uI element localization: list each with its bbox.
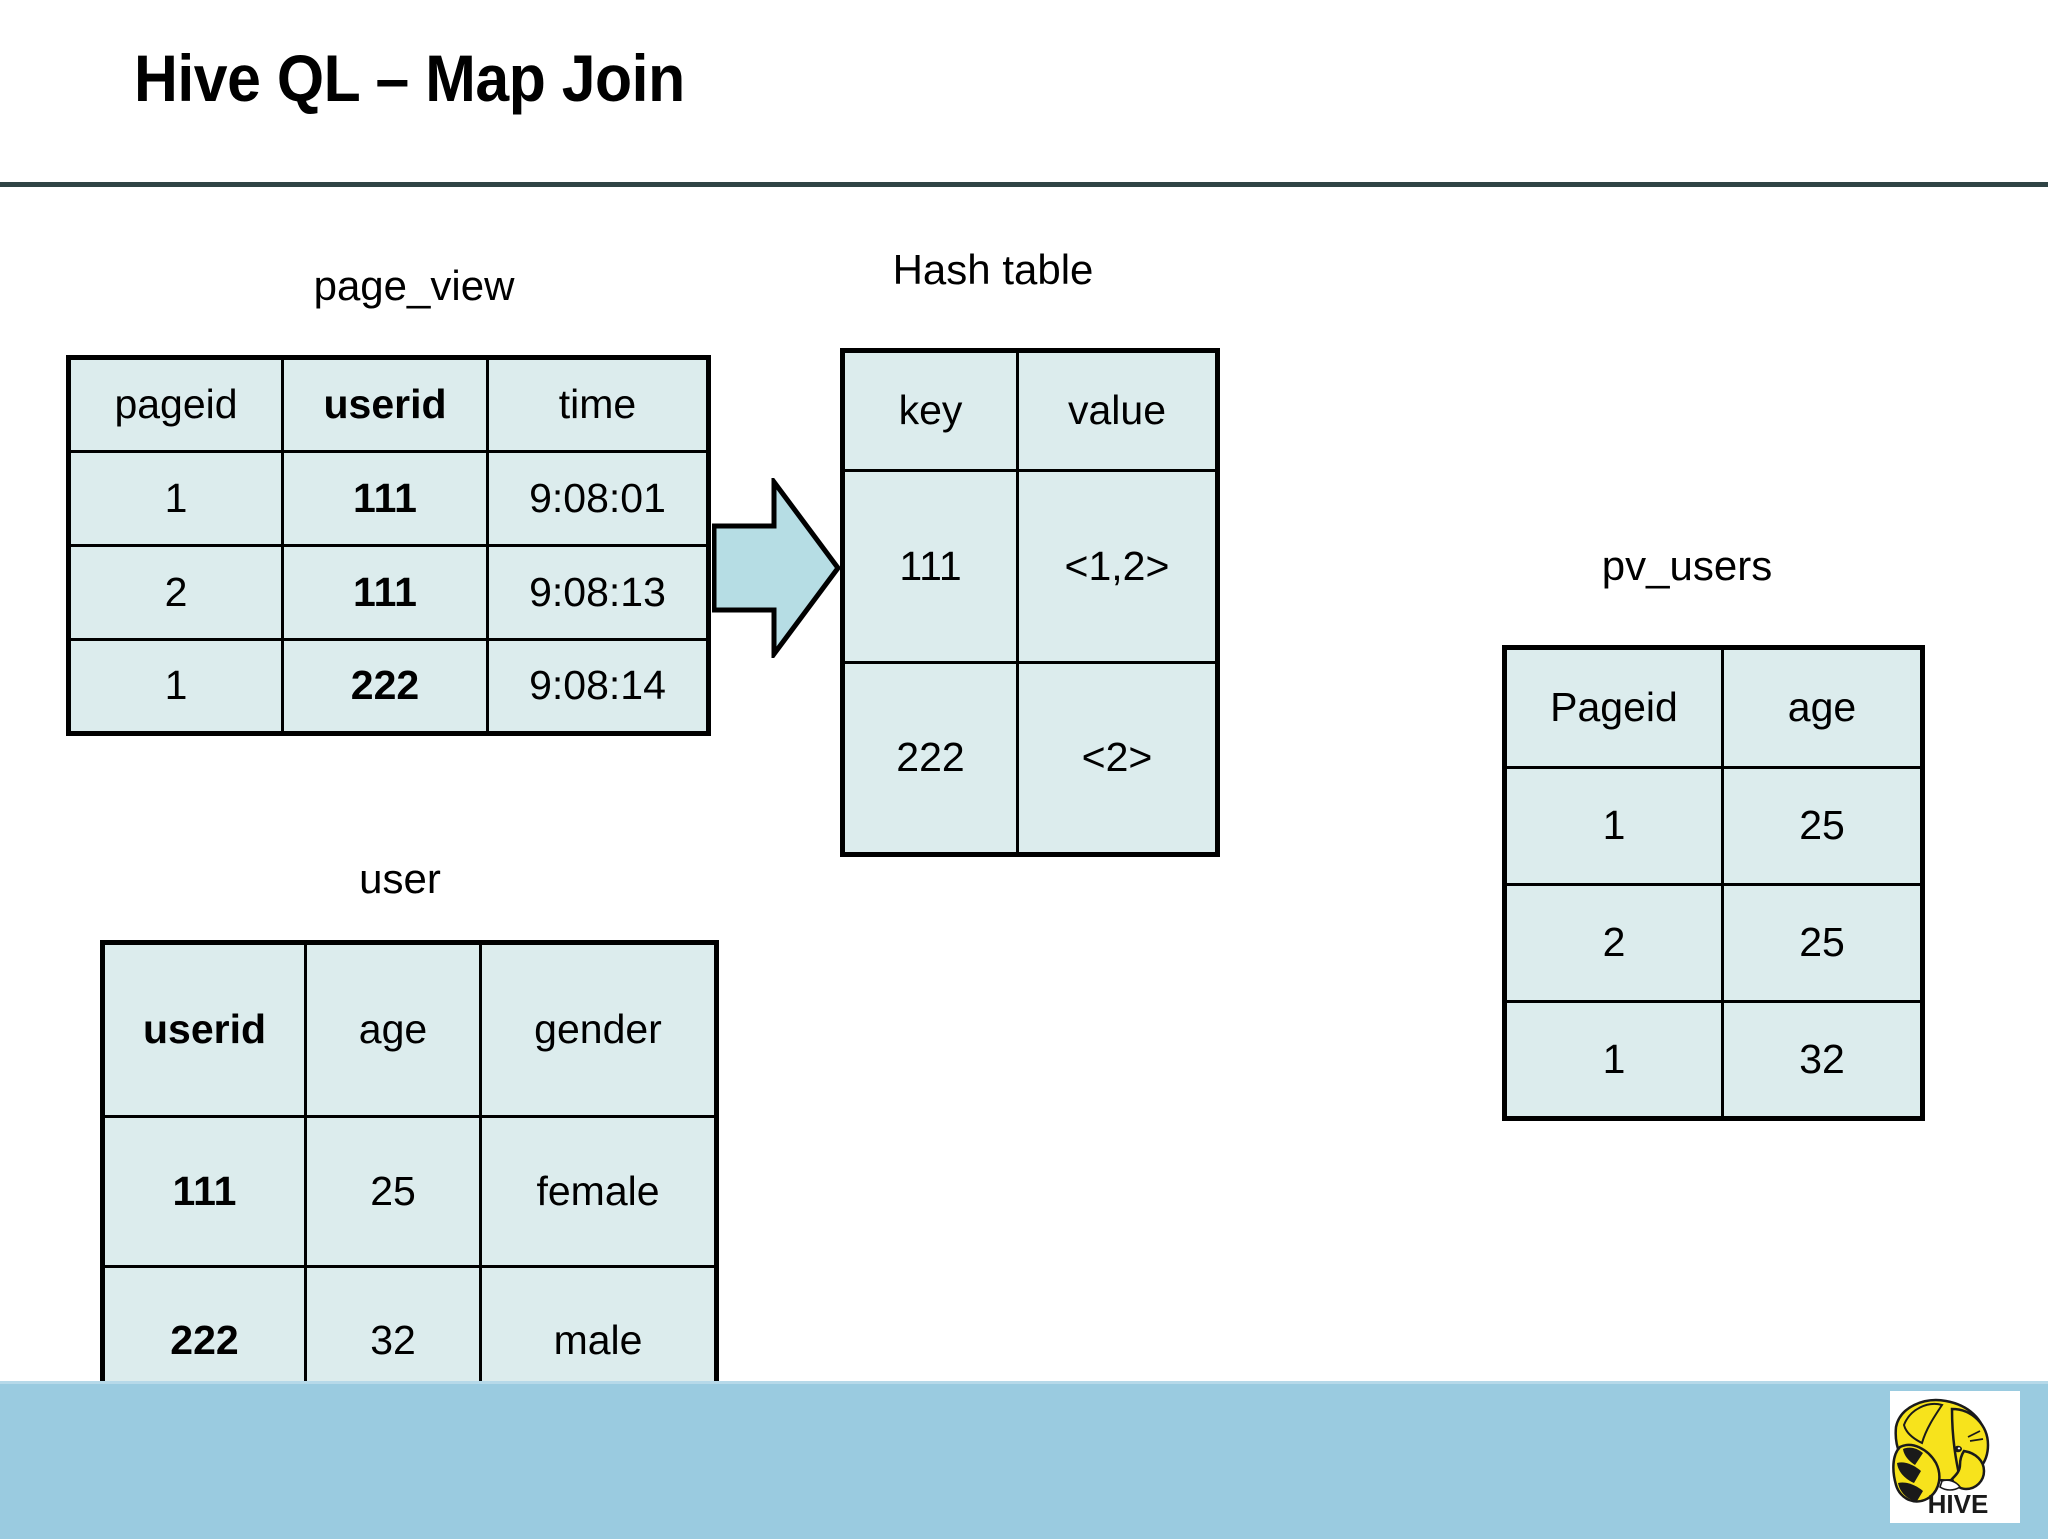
cell-userid: 222 xyxy=(281,638,489,735)
column-header-time: time xyxy=(486,356,710,453)
column-header-age: age xyxy=(304,941,482,1118)
table-row: 1 111 9:08:01 xyxy=(67,450,710,547)
hash-table: key value 111 <1,2> 222 <2> xyxy=(840,348,1220,857)
cell-time: 9:08:13 xyxy=(486,544,710,641)
column-header-value: value xyxy=(1016,349,1219,472)
column-header-age: age xyxy=(1721,646,1924,769)
cell-userid: 111 xyxy=(101,1115,307,1268)
column-header-pageid: pageid xyxy=(67,356,284,453)
cell-value: <2> xyxy=(1016,661,1219,856)
cell-gender: female xyxy=(479,1115,718,1268)
cell-age: 25 xyxy=(304,1115,482,1268)
page-view-caption: page_view xyxy=(313,262,515,309)
hash-table-caption: Hash table xyxy=(892,246,1094,293)
column-header-pageid: Pageid xyxy=(1503,646,1724,769)
pv-users-table: Pageid age 1 25 2 25 1 32 xyxy=(1502,645,1925,1121)
column-header-key: key xyxy=(841,349,1019,472)
cell-userid: 111 xyxy=(281,544,489,641)
user-table: userid age gender 111 25 female 222 32 m… xyxy=(100,940,719,1419)
table-row: 1 25 xyxy=(1503,766,1924,886)
cell-time: 9:08:14 xyxy=(486,638,710,735)
table-row: 1 32 xyxy=(1503,1000,1924,1120)
table-row: 2 111 9:08:13 xyxy=(67,544,710,641)
table-row: 1 222 9:08:14 xyxy=(67,638,710,735)
cell-time: 9:08:01 xyxy=(486,450,710,547)
cell-pageid: 2 xyxy=(1503,883,1724,1003)
cell-pageid: 2 xyxy=(67,544,284,641)
table-row: 111 25 female xyxy=(101,1115,718,1268)
column-header-gender: gender xyxy=(479,941,718,1118)
cell-age: 25 xyxy=(1721,766,1924,886)
table-row: 2 25 xyxy=(1503,883,1924,1003)
table-header-row: pageid userid time xyxy=(67,356,710,453)
flow-arrow-right-icon xyxy=(711,474,842,662)
cell-value: <1,2> xyxy=(1016,469,1219,664)
table-header-row: Pageid age xyxy=(1503,646,1924,769)
page-view-table: pageid userid time 1 111 9:08:01 2 111 9… xyxy=(66,355,711,736)
cell-userid: 111 xyxy=(281,450,489,547)
user-table-caption: user xyxy=(359,855,441,902)
pv-users-caption: pv_users xyxy=(1601,542,1773,589)
footer-bar xyxy=(0,1381,2048,1539)
hive-logo-text: HIVE xyxy=(1928,1489,1989,1519)
table-row: 111 <1,2> xyxy=(841,469,1219,664)
table-row: 222 <2> xyxy=(841,661,1219,856)
cell-pageid: 1 xyxy=(67,638,284,735)
table-header-row: key value xyxy=(841,349,1219,472)
table-header-row: userid age gender xyxy=(101,941,718,1118)
cell-pageid: 1 xyxy=(1503,766,1724,886)
column-header-userid: userid xyxy=(101,941,307,1118)
cell-key: 111 xyxy=(841,469,1019,664)
cell-key: 222 xyxy=(841,661,1019,856)
hive-logo: HIVE xyxy=(1890,1391,2020,1523)
cell-age: 32 xyxy=(1721,1000,1924,1120)
column-header-userid: userid xyxy=(281,356,489,453)
page-title: Hive QL – Map Join xyxy=(134,41,685,115)
cell-pageid: 1 xyxy=(67,450,284,547)
cell-age: 25 xyxy=(1721,883,1924,1003)
title-divider xyxy=(0,182,2048,187)
cell-pageid: 1 xyxy=(1503,1000,1724,1120)
